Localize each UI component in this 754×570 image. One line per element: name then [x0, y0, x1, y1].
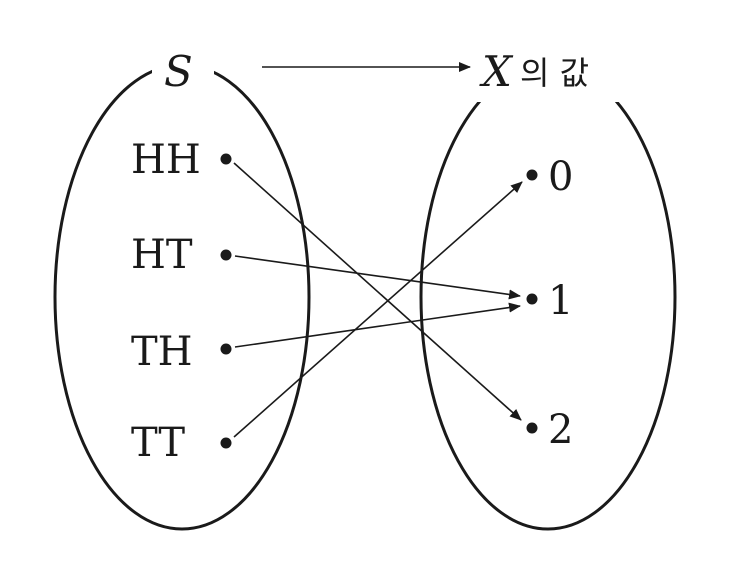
value-labels: 0 1 2: [548, 154, 573, 453]
outcome-dots: [220, 153, 232, 449]
arrow-th-to-1: [234, 302, 521, 348]
outcome-label-tt: TT: [131, 420, 185, 466]
mapping-arrows: [233, 162, 523, 438]
sample-space-label: S: [164, 47, 193, 96]
value-label-0: 0: [548, 154, 573, 200]
outcome-dot-ht: [220, 249, 232, 261]
outcome-label-hh: HH: [131, 137, 201, 183]
value-dot-1: [526, 293, 538, 305]
value-dots: [526, 169, 538, 434]
outcome-label-ht: HT: [131, 232, 193, 278]
value-label-1: 1: [548, 278, 573, 324]
arrow-ht-to-1: [234, 255, 521, 300]
outcome-label-th: TH: [131, 329, 193, 375]
value-set-label-gap: [472, 42, 632, 102]
random-variable-label: X: [479, 47, 514, 96]
value-dot-0: [526, 169, 538, 181]
sample-space-label-gap: [152, 42, 214, 102]
arrow-tt-to-0: [233, 181, 523, 438]
value-set-caption: 의 값: [520, 54, 589, 92]
value-label-2: 2: [548, 407, 573, 453]
arrow-hh-to-2: [233, 162, 522, 421]
value-dot-2: [526, 422, 538, 434]
outcome-dot-tt: [220, 437, 232, 449]
outcome-dot-th: [220, 343, 232, 355]
outcome-dot-hh: [220, 153, 232, 165]
outcome-labels: HH HT TH TT: [131, 137, 201, 466]
